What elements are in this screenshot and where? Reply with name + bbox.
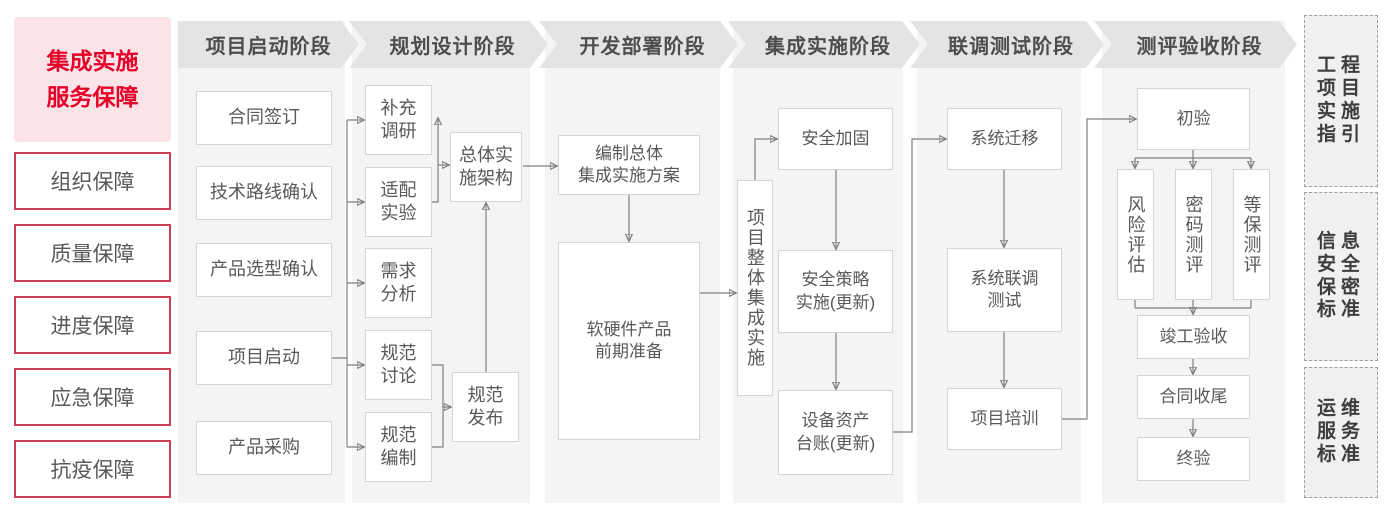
node-completion-acceptance: 竣工验收 [1137, 315, 1250, 359]
node-mlps-evaluation: 等保测评 [1233, 169, 1270, 300]
node-product-selection-confirm: 产品选型确认 [196, 243, 332, 297]
node-security-hardening: 安全加固 [778, 108, 893, 170]
node-crypto-evaluation: 密码测评 [1175, 169, 1212, 300]
sidebar-item-organization: 组织保障 [14, 152, 171, 210]
ref-engineering-project-guide: 工程 项目 实施 指引 [1304, 15, 1378, 187]
node-asset-ledger-update: 设备资产 台账(更新) [778, 390, 893, 475]
sidebar-item-schedule: 进度保障 [14, 296, 171, 354]
sidebar-item-emergency: 应急保障 [14, 368, 171, 426]
sidebar-title: 集成实施 服务保障 [14, 17, 171, 142]
node-contract-signing: 合同签订 [196, 91, 332, 145]
phase-header-dev-deploy: 开发部署阶段 [539, 21, 738, 68]
node-initial-acceptance: 初验 [1137, 88, 1250, 150]
node-spec-compilation: 规范 编制 [365, 412, 432, 482]
node-final-acceptance: 终验 [1137, 437, 1250, 481]
node-system-migration: 系统迁移 [947, 108, 1062, 170]
node-overall-integration-plan: 编制总体 集成实施方案 [558, 135, 700, 195]
node-overall-integration-impl: 项目整体集成实施 [737, 180, 773, 396]
node-project-training: 项目培训 [947, 388, 1062, 450]
node-risk-assessment: 风险评估 [1117, 169, 1154, 300]
phase-header-integration-impl: 集成实施阶段 [728, 21, 920, 68]
node-overall-impl-architecture: 总体实 施架构 [450, 132, 522, 202]
node-adaptation-experiment: 适配 实验 [365, 167, 432, 237]
node-contract-closure: 合同收尾 [1137, 375, 1250, 419]
ref-infosec-confidentiality-standard: 信息 安全 保密 标准 [1304, 192, 1378, 361]
node-product-procurement: 产品采购 [196, 421, 332, 475]
phase-header-planning-design: 规划设计阶段 [349, 21, 548, 68]
phase-header-kickoff: 项目启动阶段 [178, 21, 359, 68]
node-spec-discussion: 规范 讨论 [365, 330, 432, 400]
phase-header-eval-acceptance: 测评验收阶段 [1094, 21, 1297, 68]
node-requirement-analysis: 需求 分析 [365, 248, 432, 318]
sidebar-item-quality: 质量保障 [14, 224, 171, 282]
sidebar-item-epidemic: 抗疫保障 [14, 440, 171, 498]
node-spec-release: 规范 发布 [452, 372, 519, 442]
node-tech-route-confirm: 技术路线确认 [196, 166, 332, 220]
node-security-policy-impl: 安全策略 实施(更新) [778, 250, 893, 333]
node-hw-sw-preparation: 软硬件产品 前期准备 [558, 242, 700, 440]
node-project-kickoff: 项目启动 [196, 331, 332, 385]
node-joint-debug-test: 系统联调 测试 [947, 248, 1062, 332]
phase-header-joint-test: 联调测试阶段 [910, 21, 1104, 68]
ref-om-service-standard: 运维 服务 标准 [1304, 367, 1378, 498]
node-supplementary-research: 补充 调研 [365, 85, 432, 155]
